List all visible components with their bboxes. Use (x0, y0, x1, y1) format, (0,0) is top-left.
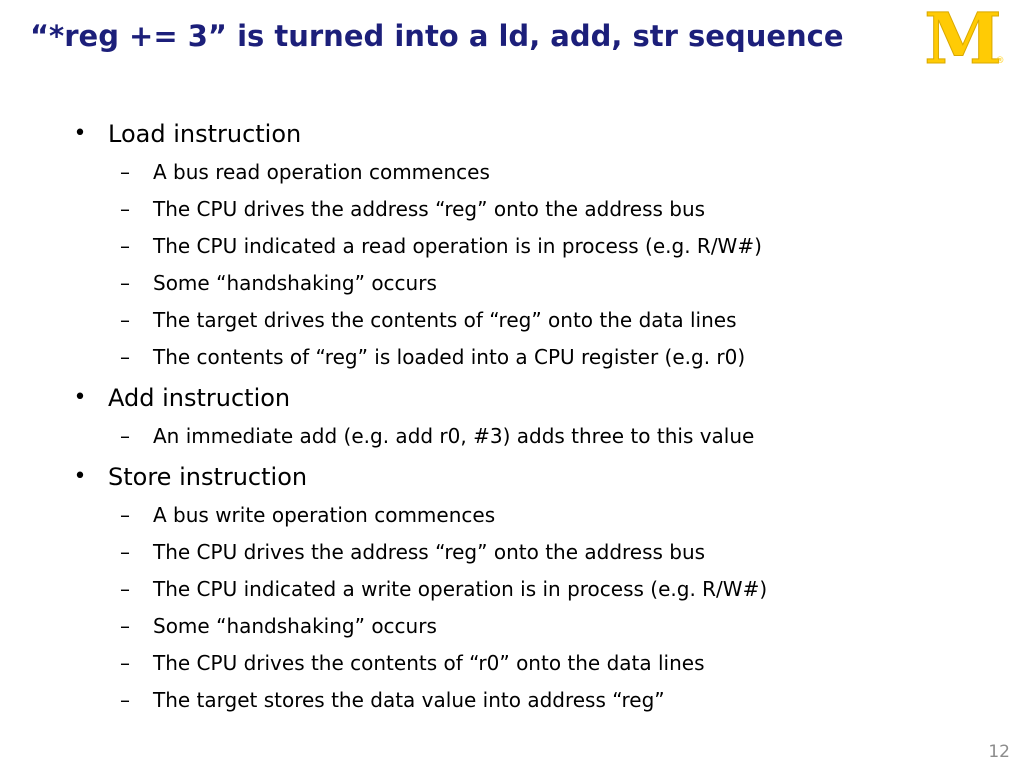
bullet-list: •Load instruction–A bus read operation c… (68, 116, 988, 719)
sub-bullet-text: A bus read operation commences (153, 160, 490, 184)
sub-bullet-text: The target stores the data value into ad… (153, 688, 665, 712)
dash-icon: – (120, 424, 130, 448)
sub-bullet-list: –A bus write operation commences–The CPU… (108, 497, 988, 719)
bullet-text: Add instruction (108, 384, 291, 412)
bullet-row: • Add instruction (74, 380, 988, 416)
bullet-content: •Load instruction–A bus read operation c… (68, 116, 988, 719)
sub-bullet-item: –The CPU indicated a write operation is … (108, 571, 988, 608)
sub-bullet-item: –Some “handshaking” occurs (108, 265, 988, 302)
sub-bullet-text: The target drives the contents of “reg” … (153, 308, 737, 332)
bullet-item: •Load instruction–A bus read operation c… (68, 116, 988, 376)
sub-bullet-item: –The CPU drives the address “reg” onto t… (108, 191, 988, 228)
bullet-dot-icon: • (73, 121, 87, 146)
dash-icon: – (120, 345, 130, 369)
sub-bullet-text: The CPU indicated a read operation is in… (153, 234, 762, 258)
bullet-row: • Store instruction (74, 459, 988, 495)
sub-bullet-text: The CPU drives the address “reg” onto th… (153, 540, 706, 564)
dash-icon: – (120, 577, 130, 601)
slide-number: 12 (988, 742, 1010, 762)
dash-icon: – (120, 197, 130, 221)
sub-bullet-list: –An immediate add (e.g. add r0, #3) adds… (108, 418, 988, 455)
bullet-text: Store instruction (108, 463, 308, 491)
bullet-dot-icon: • (73, 385, 87, 410)
sub-bullet-text: The CPU indicated a write operation is i… (153, 577, 768, 601)
dash-icon: – (120, 160, 130, 184)
sub-bullet-item: –Some “handshaking” occurs (108, 608, 988, 645)
sub-bullet-item: –An immediate add (e.g. add r0, #3) adds… (108, 418, 988, 455)
bullet-row: • Load instruction (74, 116, 988, 152)
sub-bullet-text: An immediate add (e.g. add r0, #3) adds … (153, 424, 755, 448)
slide-title: “*reg += 3” is turned into a ld, add, st… (30, 19, 844, 53)
university-of-michigan-logo: M ® (925, 7, 1005, 67)
sub-bullet-text: A bus write operation commences (153, 503, 496, 527)
bullet-item: •Store instruction–A bus write operation… (68, 459, 988, 719)
sub-bullet-list: –A bus read operation commences–The CPU … (108, 154, 988, 376)
dash-icon: – (120, 540, 130, 564)
sub-bullet-text: The CPU drives the address “reg” onto th… (153, 197, 706, 221)
sub-bullet-item: –The CPU drives the contents of “r0” ont… (108, 645, 988, 682)
sub-bullet-text: Some “handshaking” occurs (153, 614, 437, 638)
logo-letter: M (925, 7, 1002, 67)
bullet-text: Load instruction (108, 120, 302, 148)
sub-bullet-item: –The target drives the contents of “reg”… (108, 302, 988, 339)
sub-bullet-item: –The target stores the data value into a… (108, 682, 988, 719)
bullet-dot-icon: • (73, 464, 87, 489)
bullet-item: • Add instruction –An immediate add (e.g. … (68, 380, 988, 455)
dash-icon: – (120, 614, 130, 638)
dash-icon: – (120, 271, 130, 295)
dash-icon: – (120, 234, 130, 258)
sub-bullet-text: The CPU drives the contents of “r0” onto… (153, 651, 705, 675)
sub-bullet-item: –A bus read operation commences (108, 154, 988, 191)
dash-icon: – (120, 503, 130, 527)
sub-bullet-item: –A bus write operation commences (108, 497, 988, 534)
sub-bullet-text: The contents of “reg” is loaded into a C… (153, 345, 746, 369)
dash-icon: – (120, 688, 130, 712)
logo-registered-mark: ® (996, 56, 1005, 66)
sub-bullet-item: –The CPU drives the address “reg” onto t… (108, 534, 988, 571)
sub-bullet-item: –The CPU indicated a read operation is i… (108, 228, 988, 265)
dash-icon: – (120, 651, 130, 675)
sub-bullet-item: –The contents of “reg” is loaded into a … (108, 339, 988, 376)
dash-icon: – (120, 308, 130, 332)
sub-bullet-text: Some “handshaking” occurs (153, 271, 437, 295)
